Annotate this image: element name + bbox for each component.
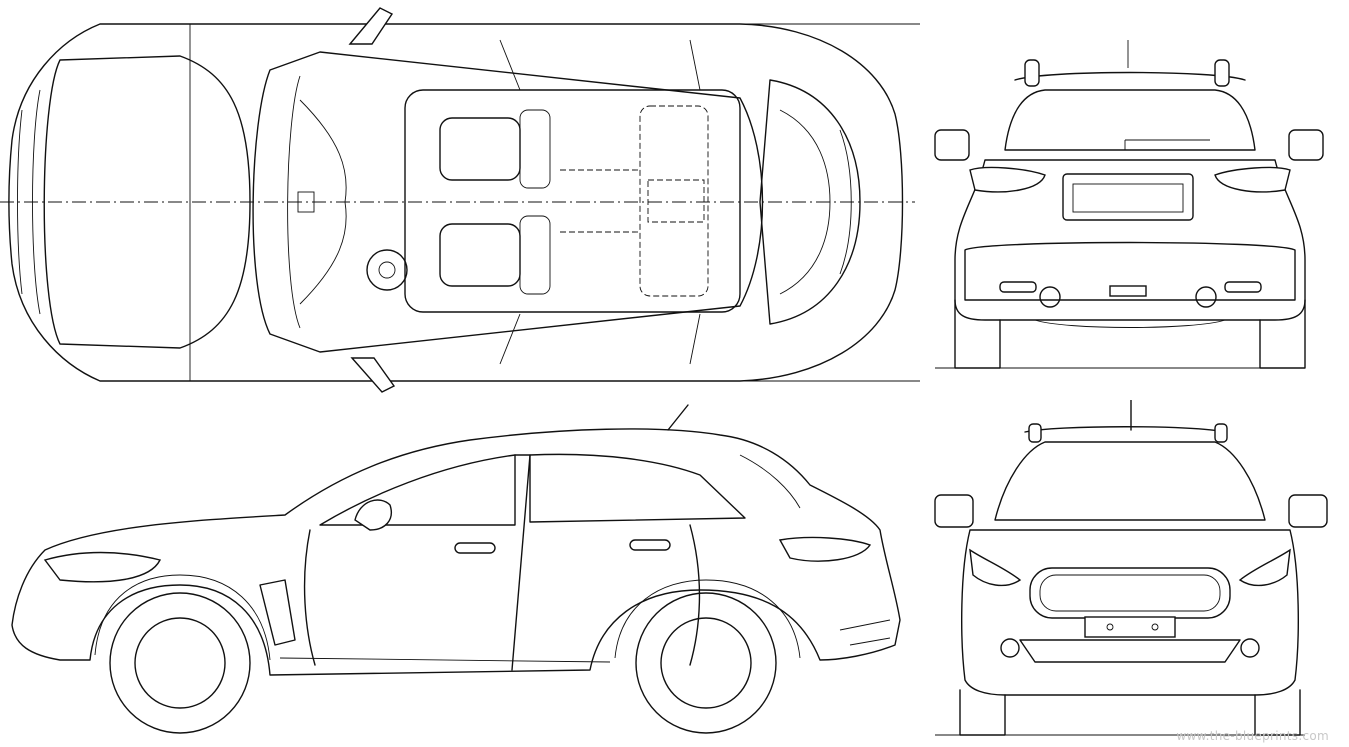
rear-plate-recess [1062,173,1194,221]
front-view [925,400,1349,747]
front-right-foglight-icon [1240,638,1260,658]
rear-door-handle [629,539,671,551]
side-front-window [319,454,516,526]
front-door-handle [454,542,496,554]
top-view [0,0,925,400]
front-wheel [109,592,251,734]
front-grille [1029,567,1231,619]
front-left-foglight-icon [1000,638,1020,658]
rear-right-taillight [1214,166,1291,193]
top-body-outline [8,23,904,382]
front-left-headlight [969,548,1022,587]
top-left-mirror [348,7,394,45]
watermark: www.the-blueprints.com [1176,729,1329,743]
top-right-mirror [350,357,396,393]
rear-left-exhaust-icon [1039,286,1061,308]
rear-left-taillight [969,166,1046,193]
side-body-outline [11,428,901,676]
rear-view [925,0,1349,400]
side-headlight [43,551,162,583]
side-view [0,400,925,747]
windshield [994,441,1266,521]
side-taillight [778,536,872,562]
side-mirror [354,499,392,531]
front-right-headlight [1238,548,1291,587]
rear-wheel [635,592,777,734]
rear-window [1004,89,1256,151]
rear-right-exhaust-icon [1195,286,1217,308]
side-rear-window [529,453,746,523]
front-plate [1084,616,1176,638]
